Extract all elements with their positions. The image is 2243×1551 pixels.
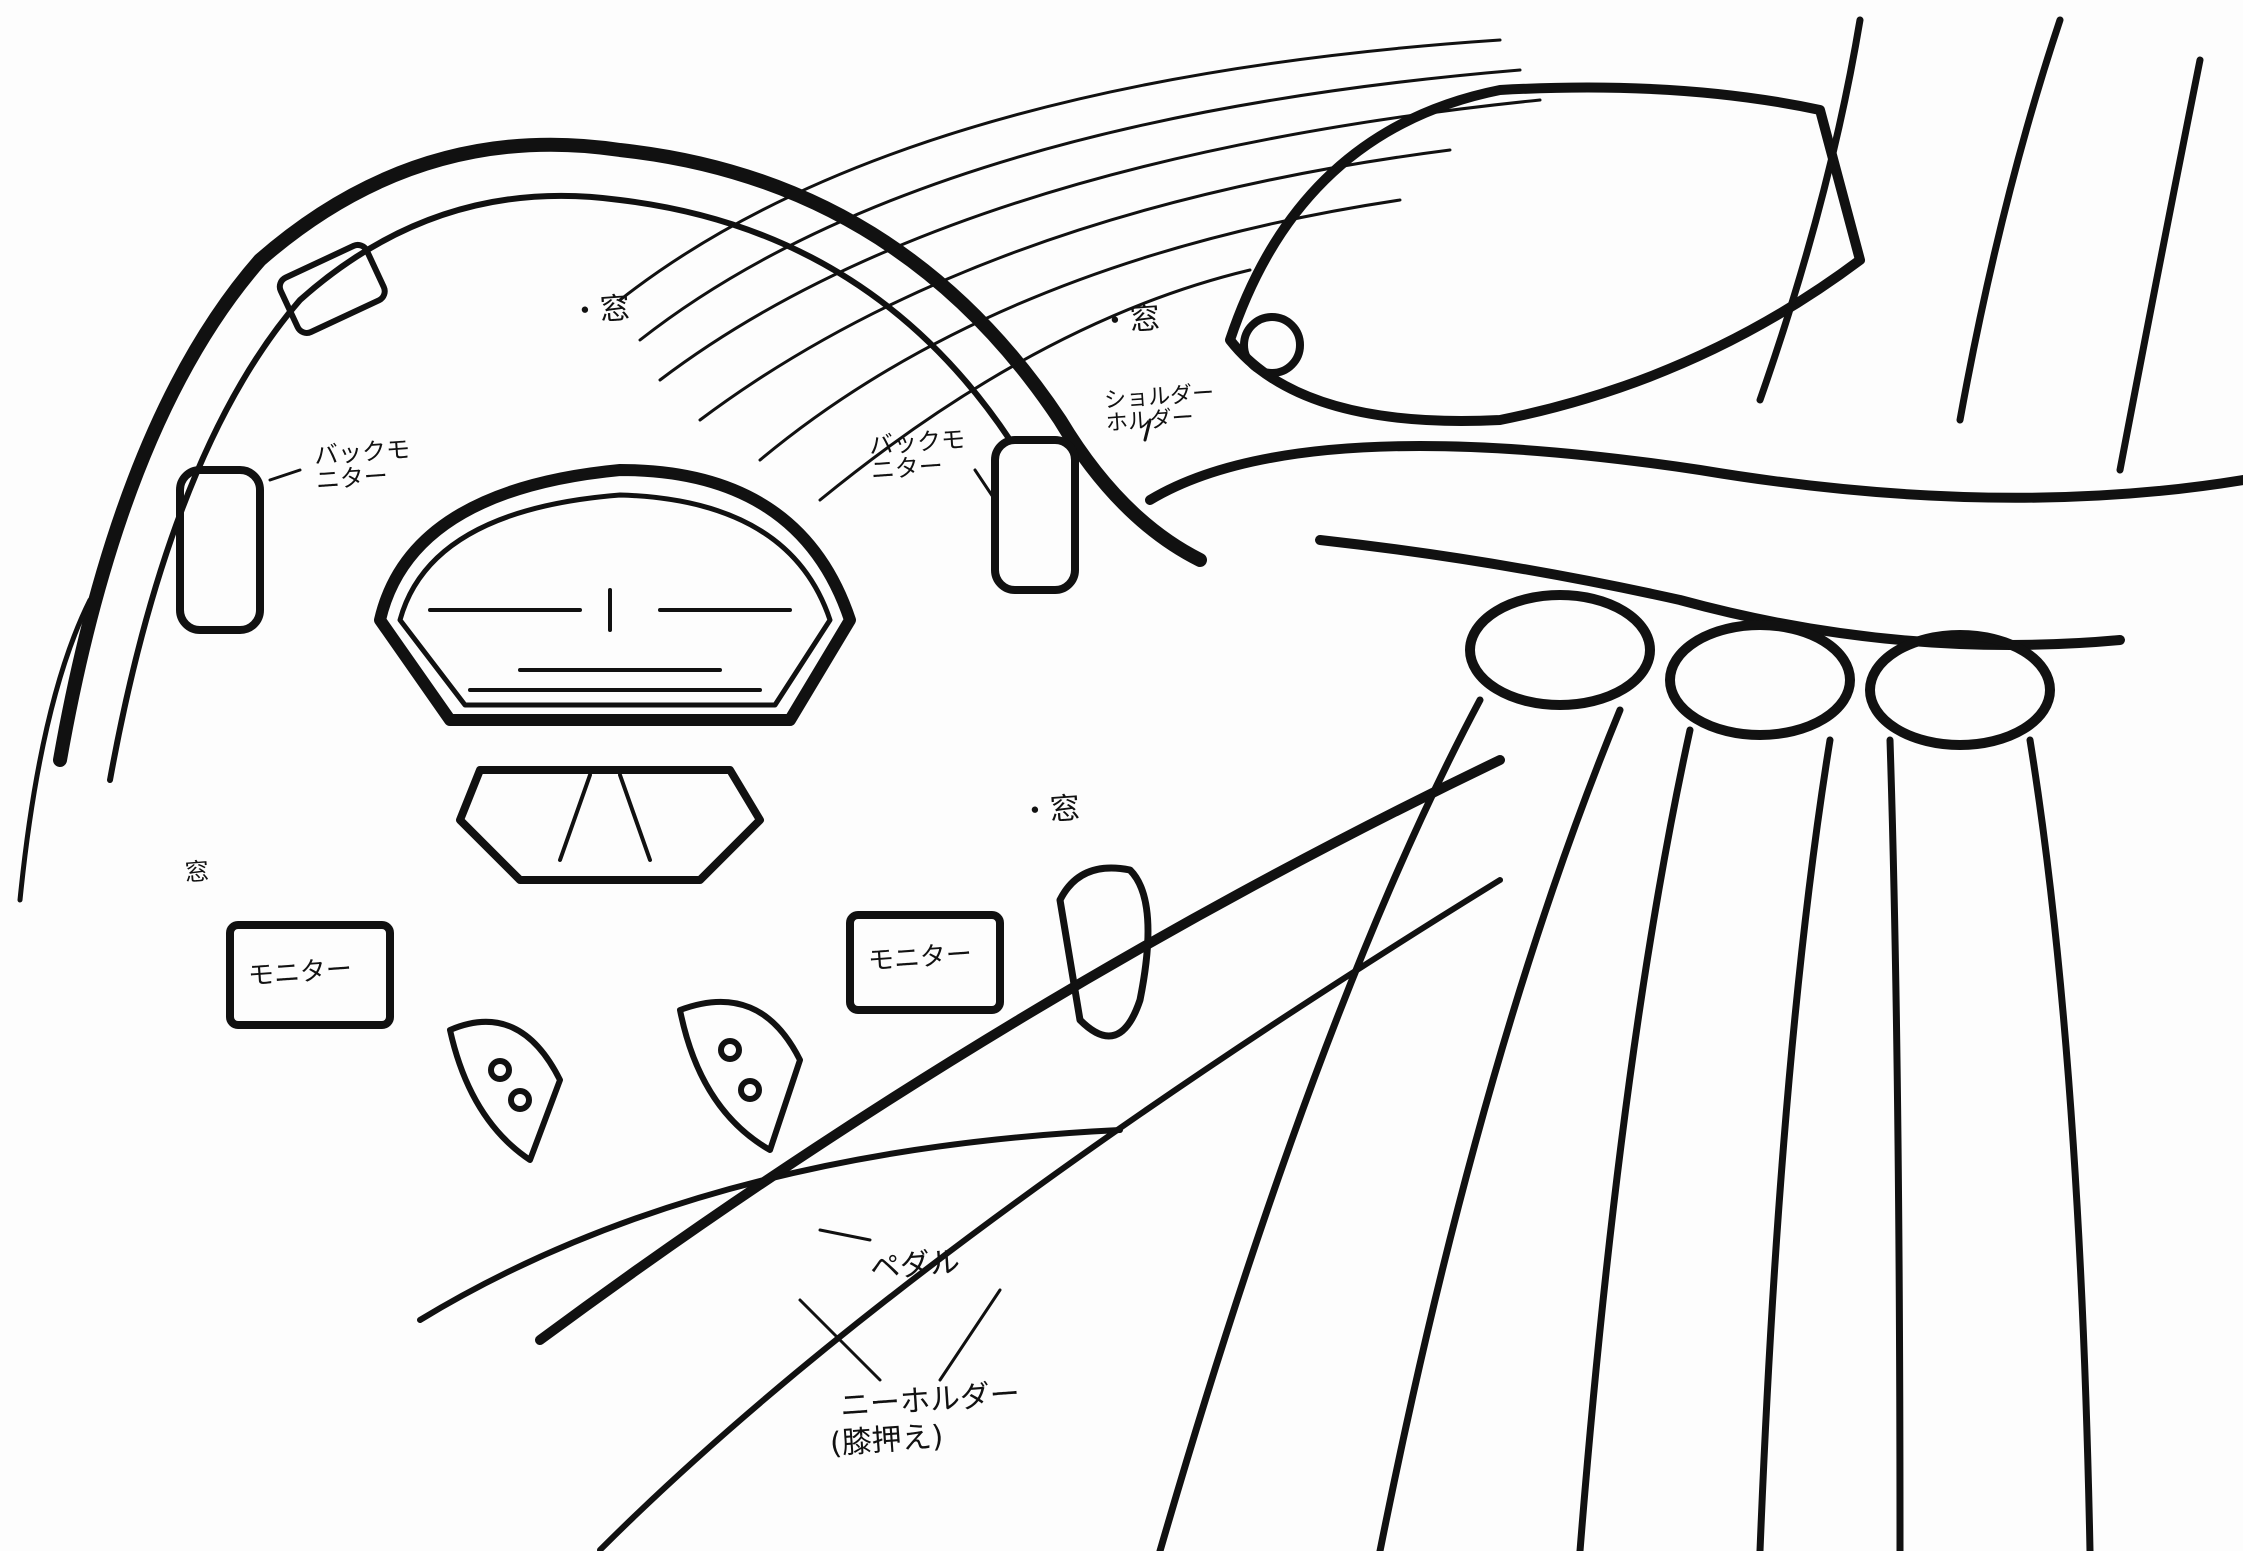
label-shoulder-holder: ショルダーホルダー xyxy=(1103,380,1215,437)
monitor-left xyxy=(226,921,394,1029)
canopy-frame xyxy=(17,137,1207,903)
canopy-light xyxy=(276,241,388,336)
seat-legs xyxy=(417,755,1505,1551)
label-back-monitor-left: バックモニター xyxy=(313,435,411,495)
label-window-left: 窓 xyxy=(184,857,210,887)
back-monitor-right xyxy=(991,436,1079,594)
control-stick xyxy=(1056,864,1152,1040)
back-monitor-left xyxy=(176,466,264,634)
sky-hatching xyxy=(618,38,1542,502)
monitor-right xyxy=(846,911,1004,1014)
hoses xyxy=(1156,16,2204,1551)
label-back-monitor-right: バックモニター xyxy=(868,425,966,485)
label-pedal: ペダル xyxy=(868,1244,962,1287)
hud-display xyxy=(374,464,856,884)
label-knee-holder-note: (膝押え) xyxy=(828,1419,945,1462)
label-window-right: ・窓 xyxy=(1098,300,1162,341)
label-window-center: ・窓 xyxy=(1018,790,1082,831)
shoulder-holder-assembly xyxy=(1145,82,2243,750)
leader-lines xyxy=(268,418,1152,1382)
label-window-top: ・窓 xyxy=(568,290,632,331)
pedals xyxy=(447,998,803,1163)
